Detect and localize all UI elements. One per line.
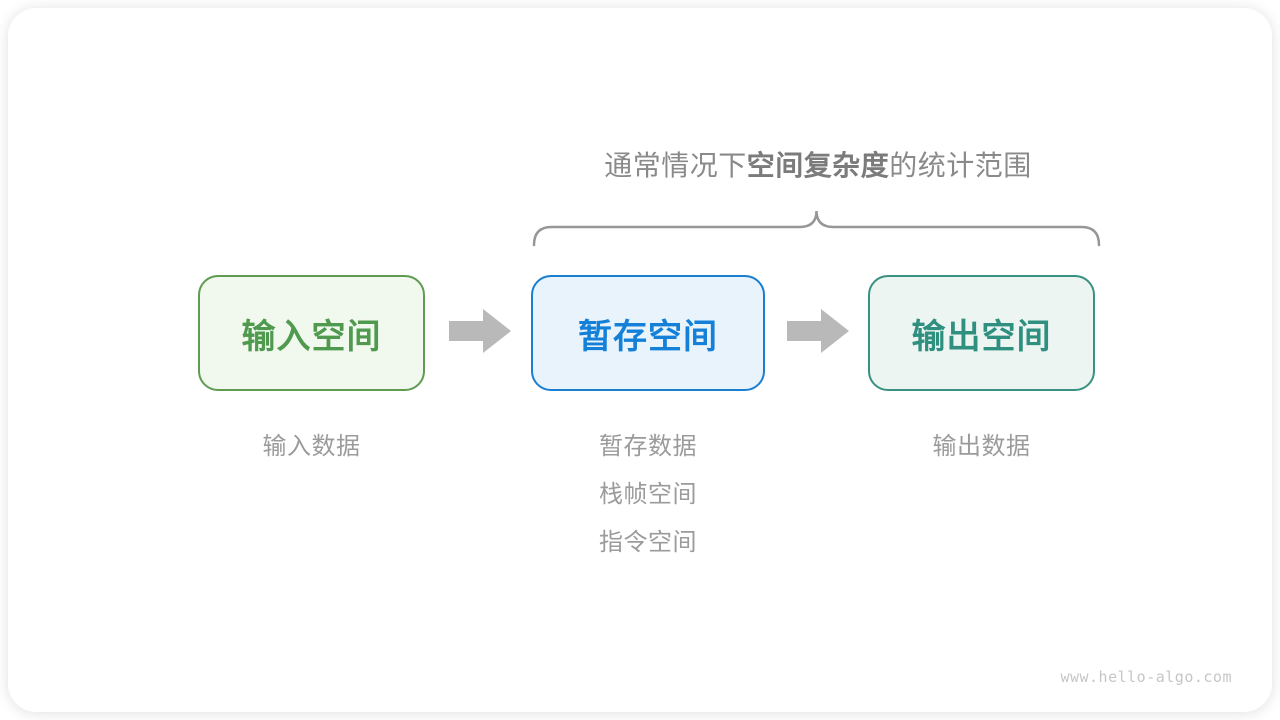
temporary-space-box: 暂存空间: [531, 275, 765, 391]
input-space-notes: 输入数据: [198, 423, 425, 471]
note-line: 输出数据: [932, 433, 1031, 460]
note-line: 指令空间: [599, 529, 697, 556]
output-space-notes: 输出数据: [868, 423, 1095, 471]
curly-brace-icon: [532, 210, 1101, 247]
output-space-box: 输出空间: [868, 275, 1095, 391]
note-line: 输入数据: [262, 433, 361, 460]
scope-title-bold: 空间复杂度: [746, 150, 890, 181]
temporary-space-notes: 暂存数据 栈帧空间 指令空间: [531, 423, 765, 567]
arrow-right-icon: [787, 309, 849, 353]
diagram-card: 通常情况下空间复杂度的统计范围 输入空间 暂存空间 输出空间 输入数据 暂存数据…: [8, 8, 1272, 712]
site-watermark: www.hello-algo.com: [1060, 668, 1232, 686]
arrow-right-icon: [449, 309, 511, 353]
input-space-label: 输入空间: [241, 317, 382, 356]
output-space-label: 输出空间: [911, 317, 1052, 356]
note-line: 栈帧空间: [599, 481, 697, 508]
note-line: 暂存数据: [599, 433, 697, 460]
scope-title-prefix: 通常情况下: [604, 150, 747, 181]
scope-title-suffix: 的统计范围: [889, 150, 1032, 181]
temporary-space-label: 暂存空间: [578, 317, 718, 356]
scope-title: 通常情况下空间复杂度的统计范围: [438, 150, 1198, 182]
input-space-box: 输入空间: [198, 275, 425, 391]
